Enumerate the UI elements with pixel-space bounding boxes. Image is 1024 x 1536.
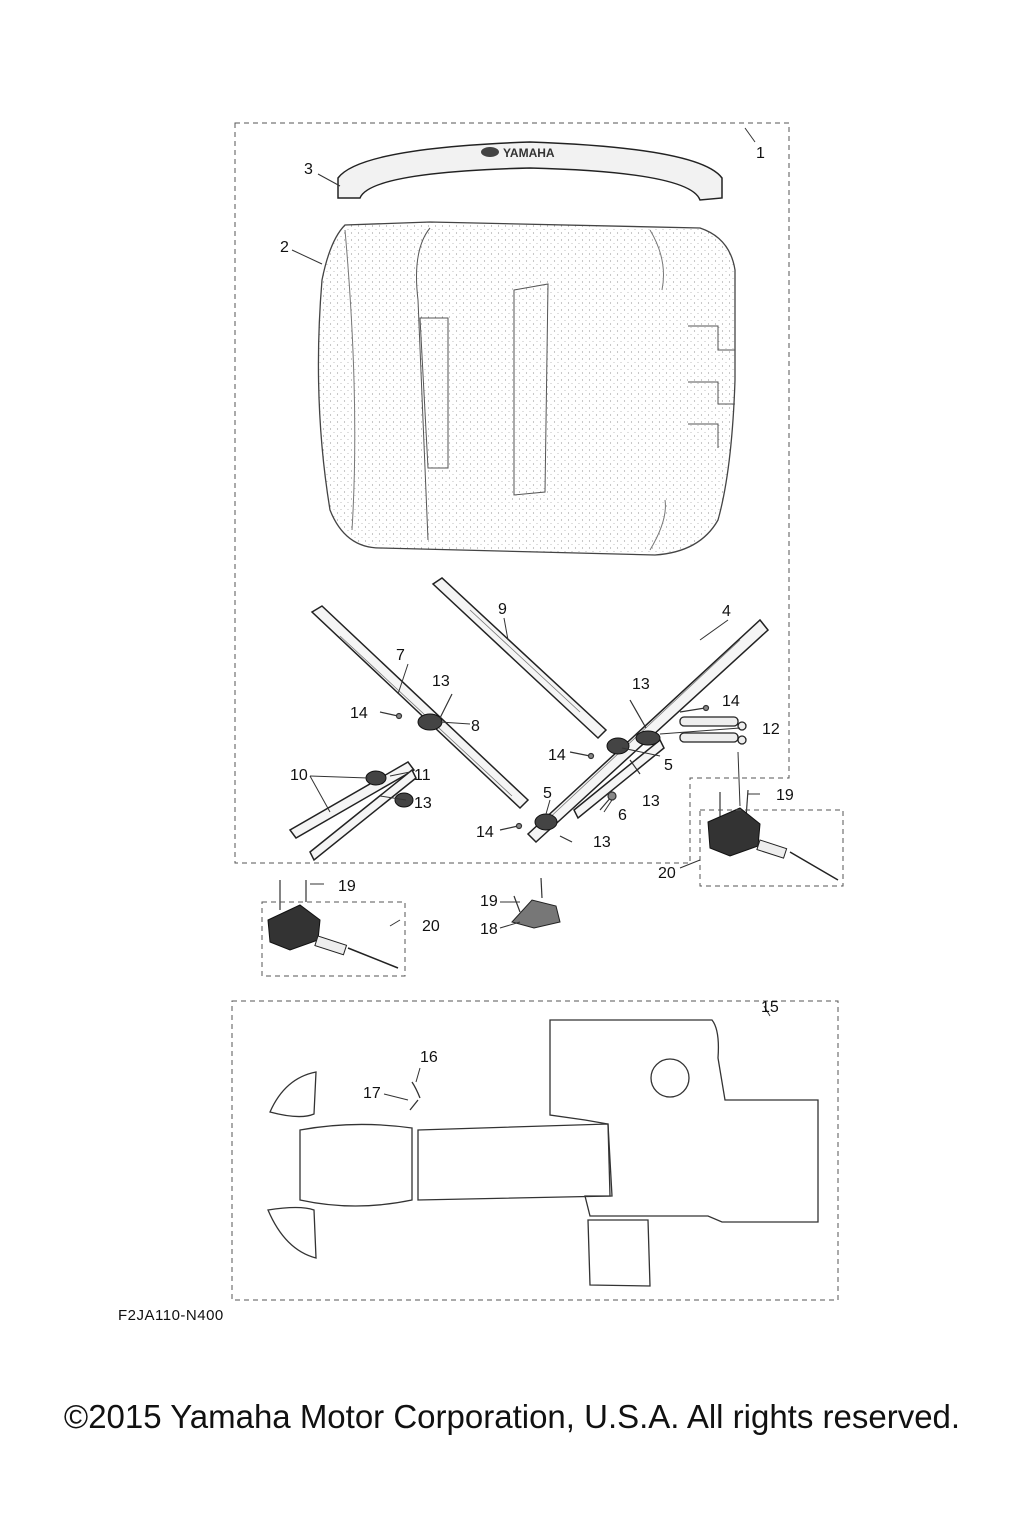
callout-19b: 19 <box>338 878 356 895</box>
group-20-boundary-right <box>699 809 844 887</box>
base-mount-icon <box>267 807 839 969</box>
bolt-icon <box>279 693 749 913</box>
callout-20b: 20 <box>658 865 676 882</box>
callout-13c: 13 <box>632 676 650 693</box>
copyright-notice: ©2015 Yamaha Motor Corporation, U.S.A. A… <box>63 1398 961 1435</box>
callout-7: 7 <box>396 647 405 664</box>
callout-19a: 19 <box>776 787 794 804</box>
callout-13e: 13 <box>593 834 611 851</box>
callout-1: 1 <box>756 145 765 162</box>
callout-12: 12 <box>762 721 780 738</box>
shock-icon <box>679 716 747 745</box>
callout-18: 18 <box>480 921 498 938</box>
callout-11: 11 <box>414 767 431 784</box>
diagram-code: F2JA110-N400 <box>118 1307 224 1324</box>
tower-bar-icon <box>288 577 770 862</box>
callout-labels: 1 2 3 4 5 5 6 7 8 9 10 11 12 13 13 13 13… <box>280 145 794 1102</box>
part-2-cushion <box>317 221 736 556</box>
group-15-boundary <box>231 1000 839 1301</box>
callout-4: 4 <box>722 603 731 620</box>
group-20-boundary-left <box>261 901 406 977</box>
callout-17: 17 <box>363 1085 381 1102</box>
callout-15: 15 <box>761 999 779 1016</box>
yamaha-logo-icon <box>481 147 499 157</box>
part-3-rail: YAMAHA <box>337 141 723 201</box>
callout-8: 8 <box>471 718 480 735</box>
group-1-boundary <box>234 122 790 864</box>
callout-10: 10 <box>290 767 308 784</box>
callout-5b: 5 <box>543 785 552 802</box>
mat-panel-icon <box>267 1019 819 1287</box>
callout-9: 9 <box>498 601 507 618</box>
callout-19c: 19 <box>480 893 498 910</box>
callout-5a: 5 <box>664 757 673 774</box>
callout-13d: 13 <box>642 793 660 810</box>
callout-14d: 14 <box>722 693 740 710</box>
callout-13b: 13 <box>414 795 432 812</box>
clamp-parts <box>365 713 661 831</box>
callout-3: 3 <box>304 161 313 178</box>
callout-16: 16 <box>420 1049 438 1066</box>
callout-20a: 20 <box>422 918 440 935</box>
callout-14c: 14 <box>476 824 494 841</box>
callout-14a: 14 <box>350 705 368 722</box>
callout-13a: 13 <box>432 673 450 690</box>
svg-text:YAMAHA: YAMAHA <box>503 146 555 160</box>
callout-14b: 14 <box>548 747 566 764</box>
callout-6: 6 <box>618 807 627 824</box>
leader-lines <box>291 127 771 1101</box>
callout-2: 2 <box>280 239 289 256</box>
